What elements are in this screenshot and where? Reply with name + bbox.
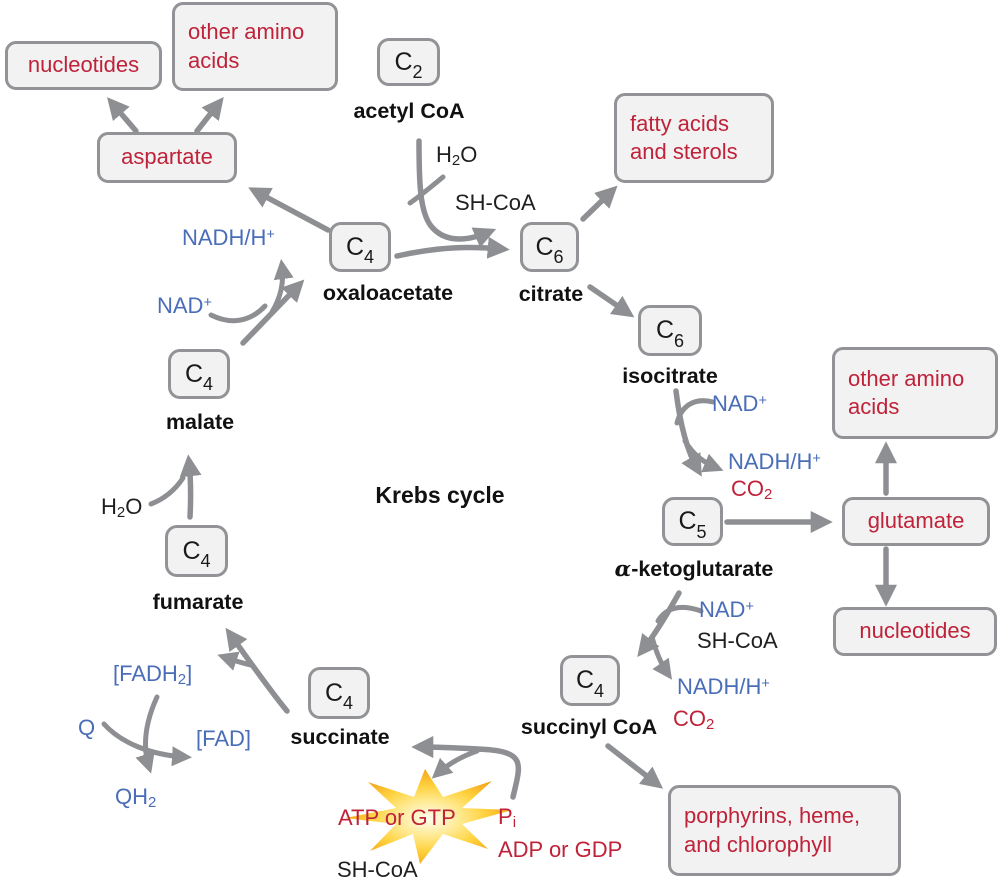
tick-h2o-left bbox=[148, 475, 186, 507]
branch-nadh-isocitrate bbox=[682, 438, 724, 473]
label-atp-or-gtp: ATP or GTP bbox=[338, 805, 456, 830]
label-succinyl-coa: succinyl CoA bbox=[520, 715, 658, 739]
arrow-isocitrate-to-ketoglutarate bbox=[673, 388, 702, 477]
tick-h2o-top bbox=[407, 174, 446, 206]
node-c4-oxaloacetate: C4 bbox=[329, 222, 391, 272]
label-nadh-succinyl: NADH/H+ bbox=[677, 674, 770, 699]
branch-nadh-oxaloacetate bbox=[269, 259, 294, 315]
box-label: fatty acids and sterols bbox=[630, 110, 738, 164]
label-isocitrate: isocitrate bbox=[622, 364, 718, 388]
node-c4-succinate: C4 bbox=[308, 667, 370, 719]
arrow-aspartate-to-nucleotides bbox=[106, 97, 139, 134]
label-sh-coa-bottom: SH-CoA bbox=[337, 857, 418, 882]
box-label: other amino acids bbox=[848, 365, 965, 419]
box-label: nucleotides bbox=[859, 618, 971, 644]
arrow-fumarate-to-malate bbox=[179, 454, 202, 520]
branch-to-fadh2 bbox=[217, 651, 254, 671]
label-q: Q bbox=[78, 715, 96, 740]
label-nad-oxaloacetate: NAD+ bbox=[157, 293, 212, 318]
label-acetyl-coa: acetyl CoA bbox=[353, 99, 465, 123]
label-fumarate: fumarate bbox=[152, 590, 244, 614]
label-sh-coa-ketoglutarate: SH-CoA bbox=[697, 628, 778, 653]
box-label: nucleotides bbox=[27, 52, 140, 78]
node-c6-isocitrate: C6 bbox=[638, 305, 702, 356]
box-aspartate: aspartate bbox=[97, 132, 237, 183]
box-fatty-acids-and-sterols: fatty acids and sterols bbox=[614, 93, 774, 183]
branch-nadh-ketoglutarate bbox=[649, 634, 673, 680]
tick-nad-ketoglutarate bbox=[655, 604, 704, 624]
box-nucleotides-top-left: nucleotides bbox=[5, 41, 162, 90]
node-c4-malate: C4 bbox=[168, 349, 230, 399]
label-nadh-oxaloacetate: NADH/H+ bbox=[182, 225, 275, 250]
node-c4-succinyl-coa: C4 bbox=[560, 655, 620, 706]
label-nad-isocitrate: NAD+ bbox=[712, 391, 767, 416]
label-sh-coa-top: SH-CoA bbox=[455, 190, 536, 215]
diagram-title: Krebs cycle bbox=[375, 482, 505, 508]
node-c4-fumarate: C4 bbox=[165, 525, 228, 577]
box-label: porphyrins, heme, and chlorophyll bbox=[684, 803, 861, 857]
label-h2o-top: H2O bbox=[436, 142, 478, 170]
box-label: aspartate bbox=[121, 144, 213, 170]
label-h2o-left: H2O bbox=[101, 494, 143, 522]
node-c5-ketoglutarate: C5 bbox=[662, 497, 723, 546]
label-alpha-ketoglutarate: α-ketoglutarate bbox=[614, 557, 774, 582]
label-malate: malate bbox=[165, 410, 235, 434]
box-label: other amino acids bbox=[188, 19, 305, 73]
box-nucleotides-right: nucleotides bbox=[833, 607, 997, 656]
box-porphyrins-heme-chlorophyll: porphyrins, heme, and chlorophyll bbox=[668, 785, 901, 876]
box-other-amino-acids-right: other amino acids bbox=[832, 347, 998, 439]
arrow-fadh2-to-qh2 bbox=[135, 694, 160, 774]
label-co2-succinyl: CO2 bbox=[673, 706, 715, 734]
node-c2-acetyl-coa: C2 bbox=[377, 38, 440, 86]
arrow-succinate-to-fumarate bbox=[225, 627, 290, 714]
node-c6-citrate: C6 bbox=[520, 222, 579, 272]
label-oxaloacetate: oxaloacetate bbox=[322, 281, 454, 305]
label-adp-or-gdp: ADP or GDP bbox=[498, 837, 623, 862]
label-nad-ketoglutarate: NAD+ bbox=[699, 597, 754, 622]
arrow-malate-to-oxaloacetate bbox=[240, 279, 305, 346]
tick-nad-isocitrate bbox=[674, 398, 716, 426]
branch-to-atp-star bbox=[431, 748, 480, 779]
arrow-ketoglutarate-to-succinyl bbox=[637, 590, 682, 658]
arrow-q-to-fad bbox=[101, 721, 192, 767]
arrow-aspartate-to-other-amino bbox=[194, 96, 224, 134]
arrow-citrate-to-isocitrate bbox=[587, 284, 635, 318]
tick-nad-oxaloacetate bbox=[208, 303, 268, 324]
box-label: glutamate bbox=[867, 508, 965, 534]
label-qh2: QH2 bbox=[115, 784, 157, 812]
label-co2-isocitrate: CO2 bbox=[731, 476, 773, 504]
label-citrate: citrate bbox=[518, 282, 584, 306]
label-pi: Pi bbox=[498, 804, 517, 832]
box-glutamate: glutamate bbox=[842, 497, 990, 546]
label-fadh2: [FADH2] bbox=[113, 661, 193, 689]
label-nadh-isocitrate: NADH/H+ bbox=[728, 449, 821, 474]
arrow-succinyl-to-succinate bbox=[411, 736, 521, 800]
arrow-succinyl-to-porphyrins bbox=[605, 743, 664, 789]
arrow-citrate-to-fatty-acids bbox=[580, 185, 618, 222]
label-succinate: succinate bbox=[290, 725, 390, 749]
label-fad: [FAD] bbox=[196, 726, 252, 751]
arrow-oxaloacetate-to-citrate bbox=[394, 236, 510, 259]
box-other-amino-acids-top: other amino acids bbox=[172, 2, 338, 91]
